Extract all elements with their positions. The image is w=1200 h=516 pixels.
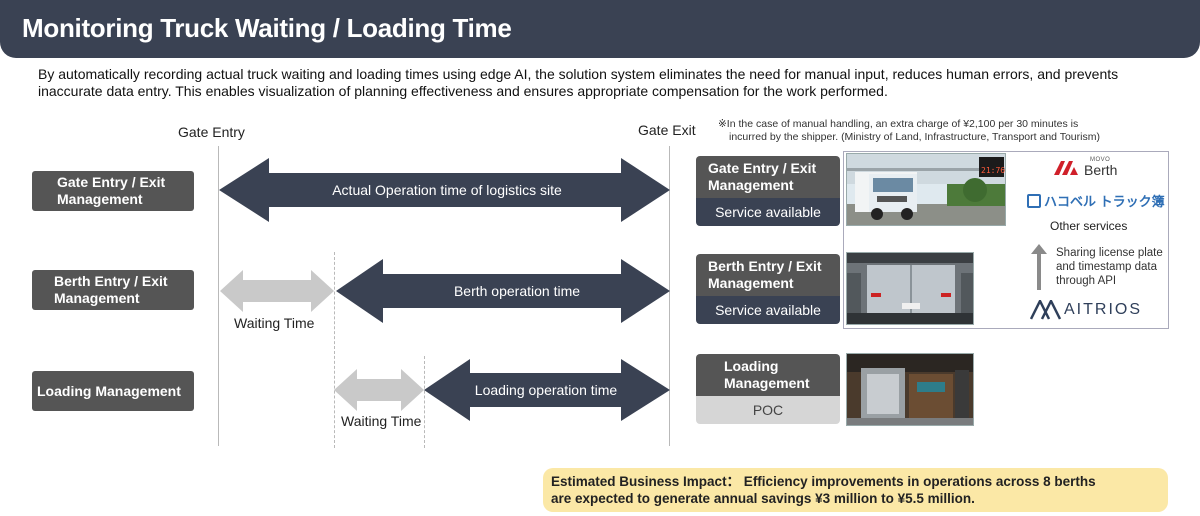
berth-entry-dashed-line bbox=[334, 252, 335, 448]
row-label-berth: Berth Entry / Exit Management bbox=[32, 270, 194, 310]
actual-operation-arrow bbox=[219, 158, 670, 222]
movo-berth-logo: MOVO Berth bbox=[1053, 157, 1153, 178]
loading-operation-arrow-label: Loading operation time bbox=[475, 382, 618, 398]
gate-sign-display: 21:76 bbox=[981, 166, 1006, 175]
aitrios-logo: AITRIOS bbox=[1029, 298, 1143, 320]
hacobell-logo: ハコベル トラック簿 bbox=[1027, 191, 1165, 210]
berth-truck-photo bbox=[846, 252, 974, 325]
aitrios-mark-icon bbox=[1029, 298, 1062, 320]
loading-operation-arrow bbox=[424, 359, 670, 421]
berth-logo-text: Berth bbox=[1084, 162, 1118, 178]
movo-small-text: MOVO bbox=[1090, 157, 1111, 163]
row-label-loading: Loading Management bbox=[32, 371, 194, 411]
title-bar: Monitoring Truck Waiting / Loading Time bbox=[0, 0, 1200, 58]
impact-line-2: are expected to generate annual savings … bbox=[551, 491, 975, 506]
card-loading-management: Loading Management POC bbox=[696, 354, 840, 424]
gate-exit-label: Gate Exit bbox=[638, 122, 696, 138]
hacobell-mark-icon bbox=[1027, 193, 1041, 208]
berth-waiting-label: Waiting Time bbox=[234, 315, 315, 331]
loading-waiting-label: Waiting Time bbox=[341, 413, 422, 429]
card-gate-management: Gate Entry / Exit Management Service ava… bbox=[696, 156, 840, 226]
loading-start-dashed-line bbox=[424, 356, 425, 448]
business-impact-box: Estimated Business Impact： Efficiency im… bbox=[543, 468, 1168, 512]
actual-operation-arrow-label: Actual Operation time of logistics site bbox=[332, 182, 562, 198]
gate-entry-label: Gate Entry bbox=[178, 124, 245, 140]
api-up-arrow-icon bbox=[1031, 244, 1047, 290]
card-berth-status: Service available bbox=[696, 296, 840, 324]
card-gate-status: Service available bbox=[696, 198, 840, 226]
page-title: Monitoring Truck Waiting / Loading Time bbox=[22, 13, 512, 43]
card-loading-status: POC bbox=[696, 396, 840, 424]
gate-truck-photo: 21:76 bbox=[846, 153, 1006, 226]
berth-waiting-arrow bbox=[220, 270, 334, 312]
berth-operation-arrow-label: Berth operation time bbox=[454, 283, 580, 299]
row-label-gate: Gate Entry / Exit Management bbox=[32, 171, 194, 211]
note-line-1: ※In the case of manual handling, an extr… bbox=[718, 118, 1079, 130]
api-sharing-text: Sharing license plate and timestamp data… bbox=[1056, 247, 1163, 287]
movo-logo-icon bbox=[1054, 161, 1078, 175]
card-berth-title: Berth Entry / Exit Management bbox=[696, 254, 840, 296]
gate-exit-line bbox=[669, 146, 670, 446]
manual-charge-note: ※In the case of manual handling, an extr… bbox=[718, 118, 1158, 144]
hacobell-logo-text: ハコベル トラック簿 bbox=[1044, 194, 1165, 209]
card-berth-management: Berth Entry / Exit Management Service av… bbox=[696, 254, 840, 324]
loading-waiting-arrow bbox=[334, 369, 424, 411]
card-gate-title: Gate Entry / Exit Management bbox=[696, 156, 840, 198]
card-loading-title: Loading Management bbox=[696, 354, 840, 396]
aitrios-logo-text: AITRIOS bbox=[1064, 301, 1143, 318]
impact-line-1: Estimated Business Impact： Efficiency im… bbox=[551, 474, 1096, 489]
loading-dock-photo bbox=[846, 353, 974, 426]
gate-entry-line bbox=[218, 146, 219, 446]
other-services-label: Other services bbox=[1050, 219, 1128, 233]
timeline-arrows: Actual Operation time of logistics site … bbox=[219, 158, 670, 421]
berth-operation-arrow bbox=[336, 259, 670, 323]
note-line-2: incurred by the shipper. (Ministry of La… bbox=[729, 131, 1100, 143]
intro-text: By automatically recording actual truck … bbox=[38, 66, 1119, 99]
